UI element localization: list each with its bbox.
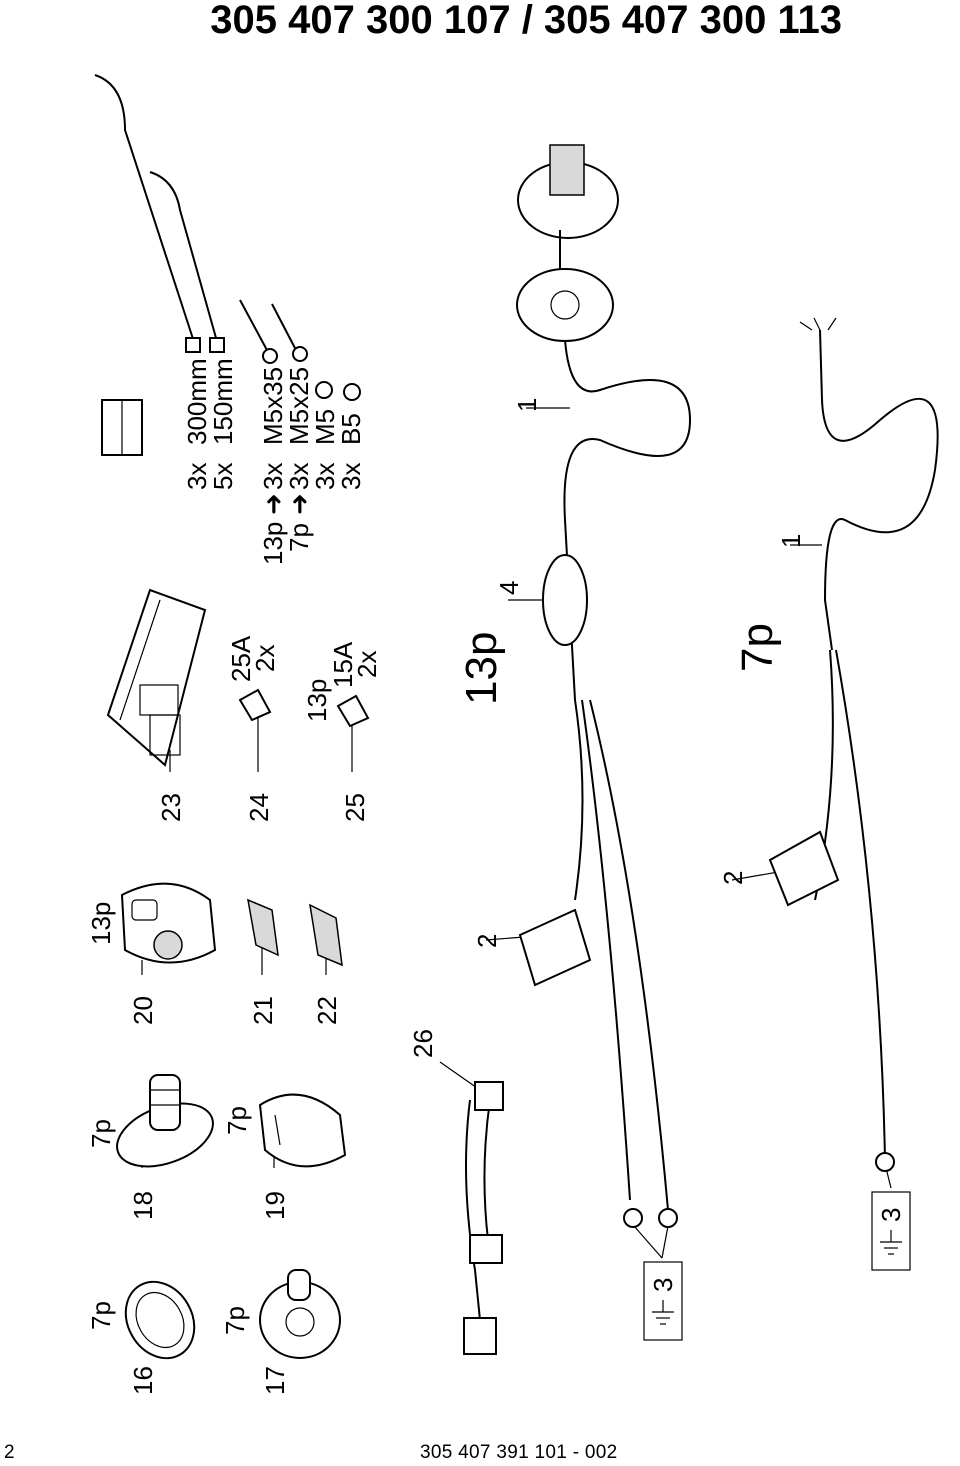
fuse24-rating: 25A	[226, 635, 256, 682]
screw-13p-prefix: 13p	[258, 522, 288, 565]
callout-19: 19	[260, 1191, 290, 1220]
part-26-adapter	[463, 1081, 504, 1355]
part-25-fuse	[336, 694, 370, 728]
tie-len-2: 150mm	[208, 358, 238, 445]
screw-13p-size: M5x35	[258, 367, 288, 445]
part-16-seal	[124, 1280, 196, 1360]
callout-1-bottom: 1	[776, 534, 806, 548]
ground-box-3-left: 3	[643, 1261, 683, 1341]
callout-2-bottom: 2	[718, 871, 748, 885]
part-21-pad	[247, 898, 279, 957]
label-13p-20: 13p	[86, 902, 116, 945]
washer-size: B5	[336, 413, 366, 445]
fuse24-qty: 2x	[250, 645, 280, 672]
nut-qty: 3x	[310, 463, 340, 490]
exploded-parts-diagram: 16 17 18 19 20 21 22 23 24 25 26 1 1 2 2…	[86, 74, 939, 1395]
callout-1-top: 1	[512, 398, 542, 412]
fuse25-qty: 2x	[352, 651, 382, 678]
label-7p-18: 7p	[86, 1119, 116, 1148]
screw-13p-qty: 3x	[258, 463, 288, 490]
label-7p-17: 7p	[220, 1306, 250, 1335]
callout-16: 16	[128, 1366, 158, 1395]
callout-23: 23	[156, 793, 186, 822]
screw-7p-arrow: ➜	[284, 493, 314, 515]
callout-26: 26	[408, 1029, 438, 1058]
harness-13p	[516, 144, 692, 1228]
label-7p-19: 7p	[222, 1106, 252, 1135]
tie-qty-1: 3x	[182, 463, 212, 490]
cable-ties	[94, 74, 225, 353]
screw-13p-arrow: ➜	[258, 493, 288, 515]
part-23-module	[106, 588, 207, 767]
callout-24: 24	[244, 793, 274, 822]
callout-20: 20	[128, 996, 158, 1025]
nut-size: M5	[310, 409, 340, 445]
screw-7p-qty: 3x	[284, 463, 314, 490]
label-harness-13p: 13p	[457, 632, 506, 705]
page-title: 305 407 300 107 / 305 407 300 113	[210, 0, 842, 42]
fuse25-rating: 15A	[328, 641, 358, 688]
washer-qty: 3x	[336, 463, 366, 490]
screw-7p-size: M5x25	[284, 367, 314, 445]
page-number: 2	[4, 1442, 15, 1463]
callout-4: 4	[494, 581, 524, 595]
screws	[239, 299, 361, 401]
tie-len-1: 300mm	[182, 358, 212, 445]
label-7p-16: 7p	[86, 1301, 116, 1330]
part-22-pad	[309, 903, 343, 967]
screw-7p-prefix: 7p	[284, 523, 314, 552]
svg-text:3: 3	[648, 1278, 678, 1292]
manual-booklet	[101, 399, 143, 456]
callout-18: 18	[128, 1191, 158, 1220]
callout-25: 25	[340, 793, 370, 822]
part-17-socket-plate	[259, 1269, 341, 1359]
part-19-cover	[258, 1093, 347, 1168]
callout-17: 17	[260, 1366, 290, 1395]
label-harness-7p: 7p	[733, 623, 782, 672]
label-13p-25: 13p	[302, 679, 332, 722]
document-code: 305 407 391 101 - 002	[420, 1442, 618, 1463]
svg-text:3: 3	[876, 1208, 906, 1222]
part-20-socket	[120, 882, 217, 964]
tie-qty-2: 5x	[208, 463, 238, 490]
ground-box-3-right: 3	[871, 1191, 911, 1271]
part-24-fuse	[238, 688, 272, 722]
callout-21: 21	[248, 996, 278, 1025]
callout-22: 22	[312, 996, 342, 1025]
harness-7p	[768, 317, 939, 1172]
part-18-socket	[116, 1074, 214, 1168]
callout-2-top: 2	[472, 934, 502, 948]
